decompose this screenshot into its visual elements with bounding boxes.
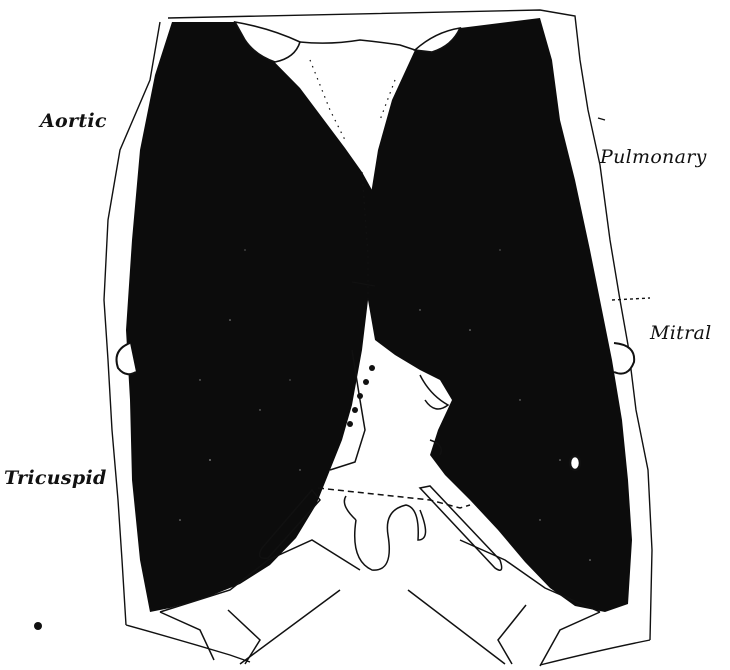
mitral-label: Mitral bbox=[650, 322, 711, 344]
left-chamber-shading bbox=[126, 22, 372, 612]
aortic-label: Aortic bbox=[40, 110, 107, 132]
tricuspid-label: Tricuspid bbox=[4, 467, 107, 489]
pulmonary-label: Pulmonary bbox=[600, 146, 707, 168]
right-chamber-shading bbox=[368, 18, 632, 612]
